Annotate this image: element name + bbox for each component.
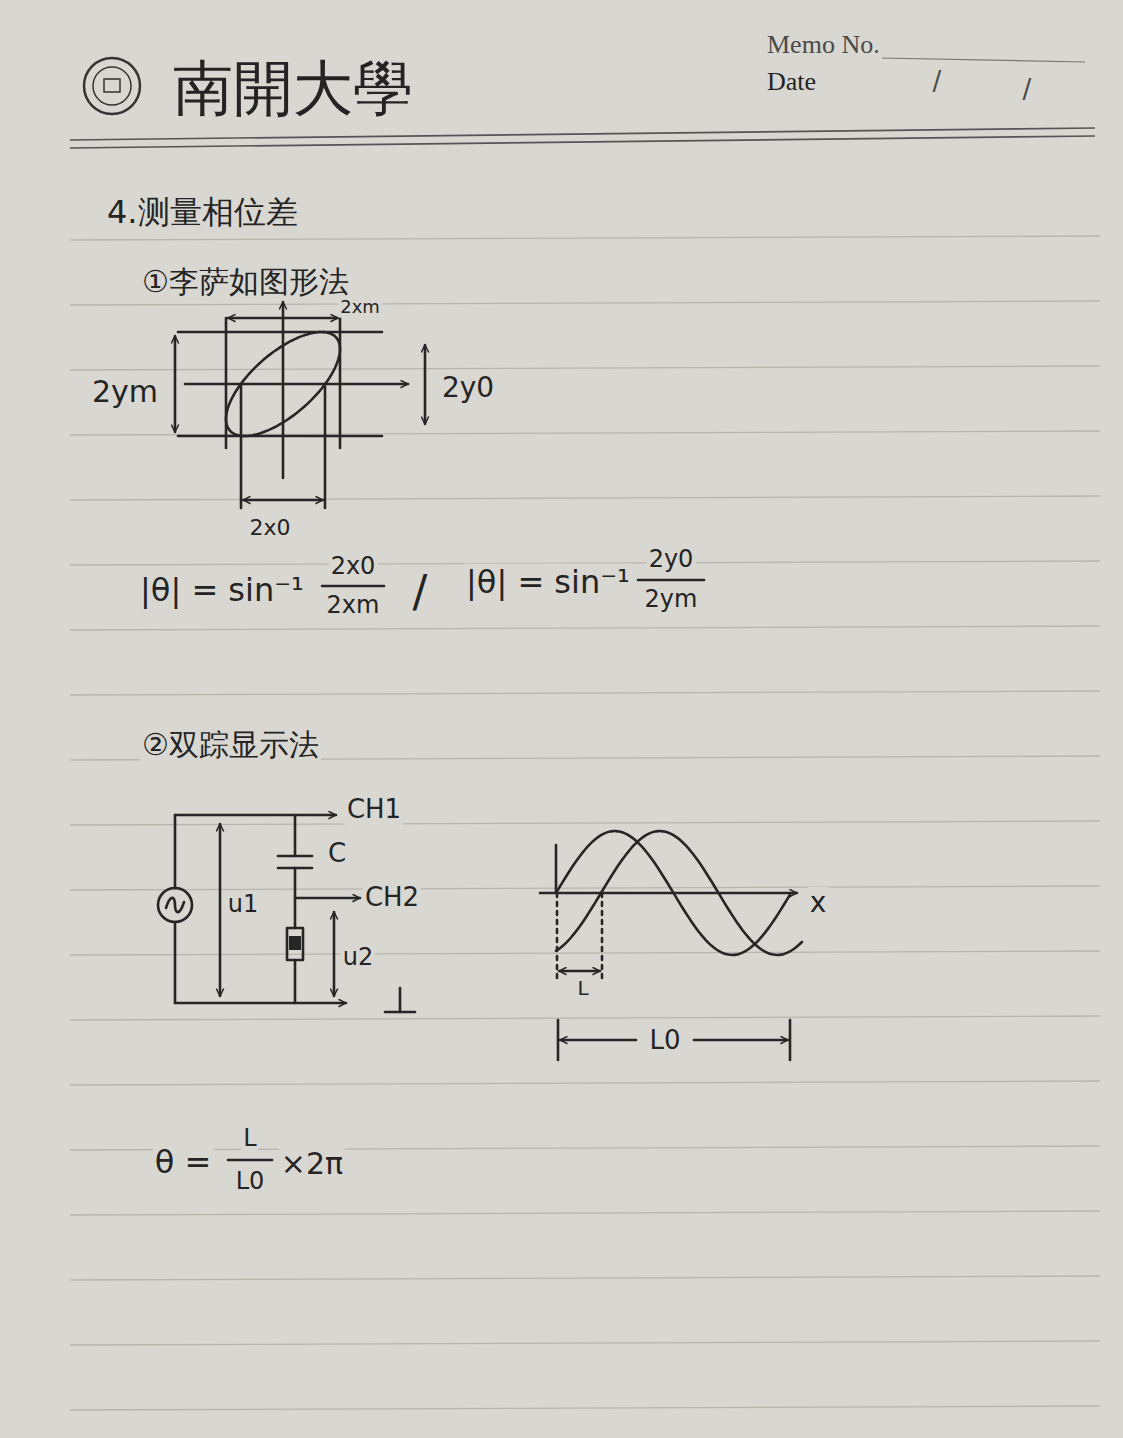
x-axis xyxy=(540,892,797,895)
ruled-line xyxy=(70,821,1100,825)
ruled-line xyxy=(70,626,1100,630)
voltage-arrow xyxy=(219,824,222,996)
dimension-arrow xyxy=(559,970,600,973)
ruled-line xyxy=(70,1081,1100,1085)
channel-label: CH1 xyxy=(345,795,403,825)
university-name: 南開大學 xyxy=(171,54,415,123)
fraction-bar xyxy=(228,1159,272,1162)
x-axis xyxy=(185,383,408,386)
date-field: Date xyxy=(765,67,818,97)
voltage-arrow xyxy=(333,912,336,996)
ground-symbol xyxy=(399,988,402,1012)
dimension-label: L0 xyxy=(647,1026,682,1056)
lissajous-ellipse xyxy=(226,332,340,436)
wire xyxy=(175,1002,346,1005)
date-separator: / xyxy=(1021,75,1034,105)
sine-wave xyxy=(556,831,790,955)
wire xyxy=(294,960,297,1003)
university-seal xyxy=(84,58,140,114)
dimension-label: 2ym xyxy=(90,375,160,410)
y-axis xyxy=(282,302,285,478)
fraction-bar xyxy=(638,579,704,582)
wire xyxy=(174,815,177,888)
fraction-numerator: L xyxy=(241,1125,258,1153)
method-heading: ①李萨如图形法 xyxy=(140,265,351,300)
lissajous-figure xyxy=(175,302,425,508)
fraction-denominator: 2xm xyxy=(325,592,382,620)
dimension-label: L xyxy=(575,977,590,1000)
probe-arrow xyxy=(295,897,360,900)
bound-line xyxy=(178,331,382,334)
dimension-arrow xyxy=(560,1039,636,1042)
wire xyxy=(174,922,177,1003)
university-seal xyxy=(104,79,120,92)
date-separator: / xyxy=(931,67,944,97)
voltage-label: u2 xyxy=(341,944,375,972)
memo-line xyxy=(880,58,1085,62)
ruled-line xyxy=(70,1211,1100,1215)
ruled-lines xyxy=(70,236,1100,1410)
ruled-line xyxy=(70,691,1100,695)
dimension-arrow xyxy=(228,317,338,320)
fraction-denominator: L0 xyxy=(234,1168,267,1196)
ruled-line xyxy=(70,1146,1100,1150)
ac-source-symbol xyxy=(166,898,184,912)
dimension-label: 2y0 xyxy=(440,372,496,404)
guide-line xyxy=(556,893,559,978)
y-axis xyxy=(555,845,558,893)
ruled-line xyxy=(70,496,1100,500)
sine-wave xyxy=(556,831,802,955)
section-heading: 4.测量相位差 xyxy=(105,194,300,231)
voltage-label: u1 xyxy=(226,891,260,919)
guide-line xyxy=(601,893,604,978)
leader-line xyxy=(240,384,243,508)
dimension-arrow xyxy=(174,336,177,432)
component-label: C xyxy=(326,839,348,869)
method-heading: ②双踪显示法 xyxy=(140,728,321,763)
resistor-symbol xyxy=(287,928,303,960)
header-rule xyxy=(70,136,1095,148)
fraction-numerator: 2y0 xyxy=(647,546,696,574)
formula-text: θ = xyxy=(153,1144,214,1181)
memo-field: Memo No. xyxy=(765,30,882,60)
dimension-arrow xyxy=(694,1039,788,1042)
dimension-label: 2xm xyxy=(338,297,382,318)
fraction-numerator: 2x0 xyxy=(329,553,378,581)
bound-line xyxy=(178,435,382,438)
circuit xyxy=(158,815,415,1012)
ruled-line xyxy=(70,1276,1100,1280)
wire xyxy=(175,814,336,817)
fraction-bar xyxy=(322,585,384,588)
ac-source-symbol xyxy=(158,888,192,922)
ruled-line xyxy=(70,1016,1100,1020)
waveform xyxy=(540,831,802,1060)
fraction-denominator: 2ym xyxy=(643,586,700,614)
separator-slash: / xyxy=(411,567,430,618)
ruled-line xyxy=(70,431,1100,435)
formula-text: |θ| = sin⁻¹ xyxy=(464,564,632,601)
axis-label: x xyxy=(808,887,829,919)
ruled-line xyxy=(70,301,1100,305)
university-seal xyxy=(93,67,131,105)
ruled-line xyxy=(70,236,1100,240)
wire xyxy=(294,815,297,856)
channel-label: CH2 xyxy=(363,883,421,913)
ground-symbol xyxy=(385,1011,415,1014)
ruled-line xyxy=(70,951,1100,955)
ruled-line xyxy=(70,1406,1100,1410)
capacitor-symbol xyxy=(278,855,312,858)
dimension-label: 2x0 xyxy=(247,515,292,540)
dimension-arrow xyxy=(243,499,323,502)
dimension-arrow xyxy=(424,345,427,424)
formula-text: ×2π xyxy=(279,1147,345,1182)
ruled-line xyxy=(70,1341,1100,1345)
resistor-symbol xyxy=(289,936,301,950)
formula-text: |θ| = sin⁻¹ xyxy=(138,572,306,609)
ruled-line xyxy=(70,366,1100,370)
leader-line xyxy=(324,384,327,508)
ruled-line xyxy=(70,886,1100,890)
